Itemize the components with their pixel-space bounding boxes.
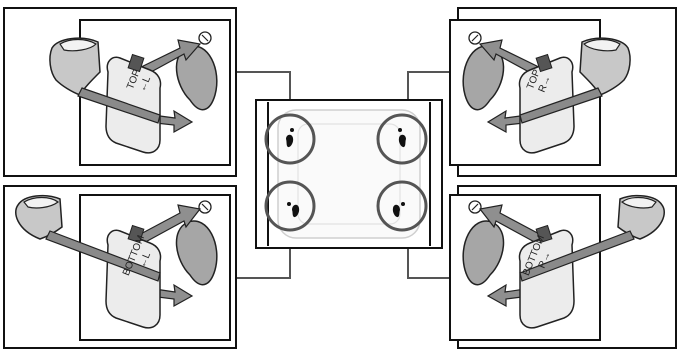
panel-top-right: TOP R→ (449, 7, 677, 177)
panel-bottom-right: BOTTOM R→ (449, 185, 677, 349)
panel-bottom-left: BOTTOM ←L (3, 185, 237, 349)
mount-bottom-right (376, 180, 428, 232)
center-unit (255, 99, 443, 249)
mount-top-left (264, 113, 316, 165)
mount-top-right (376, 113, 428, 165)
mount-bottom-left (264, 180, 316, 232)
panel-top-left: TOP ←L (3, 7, 237, 177)
